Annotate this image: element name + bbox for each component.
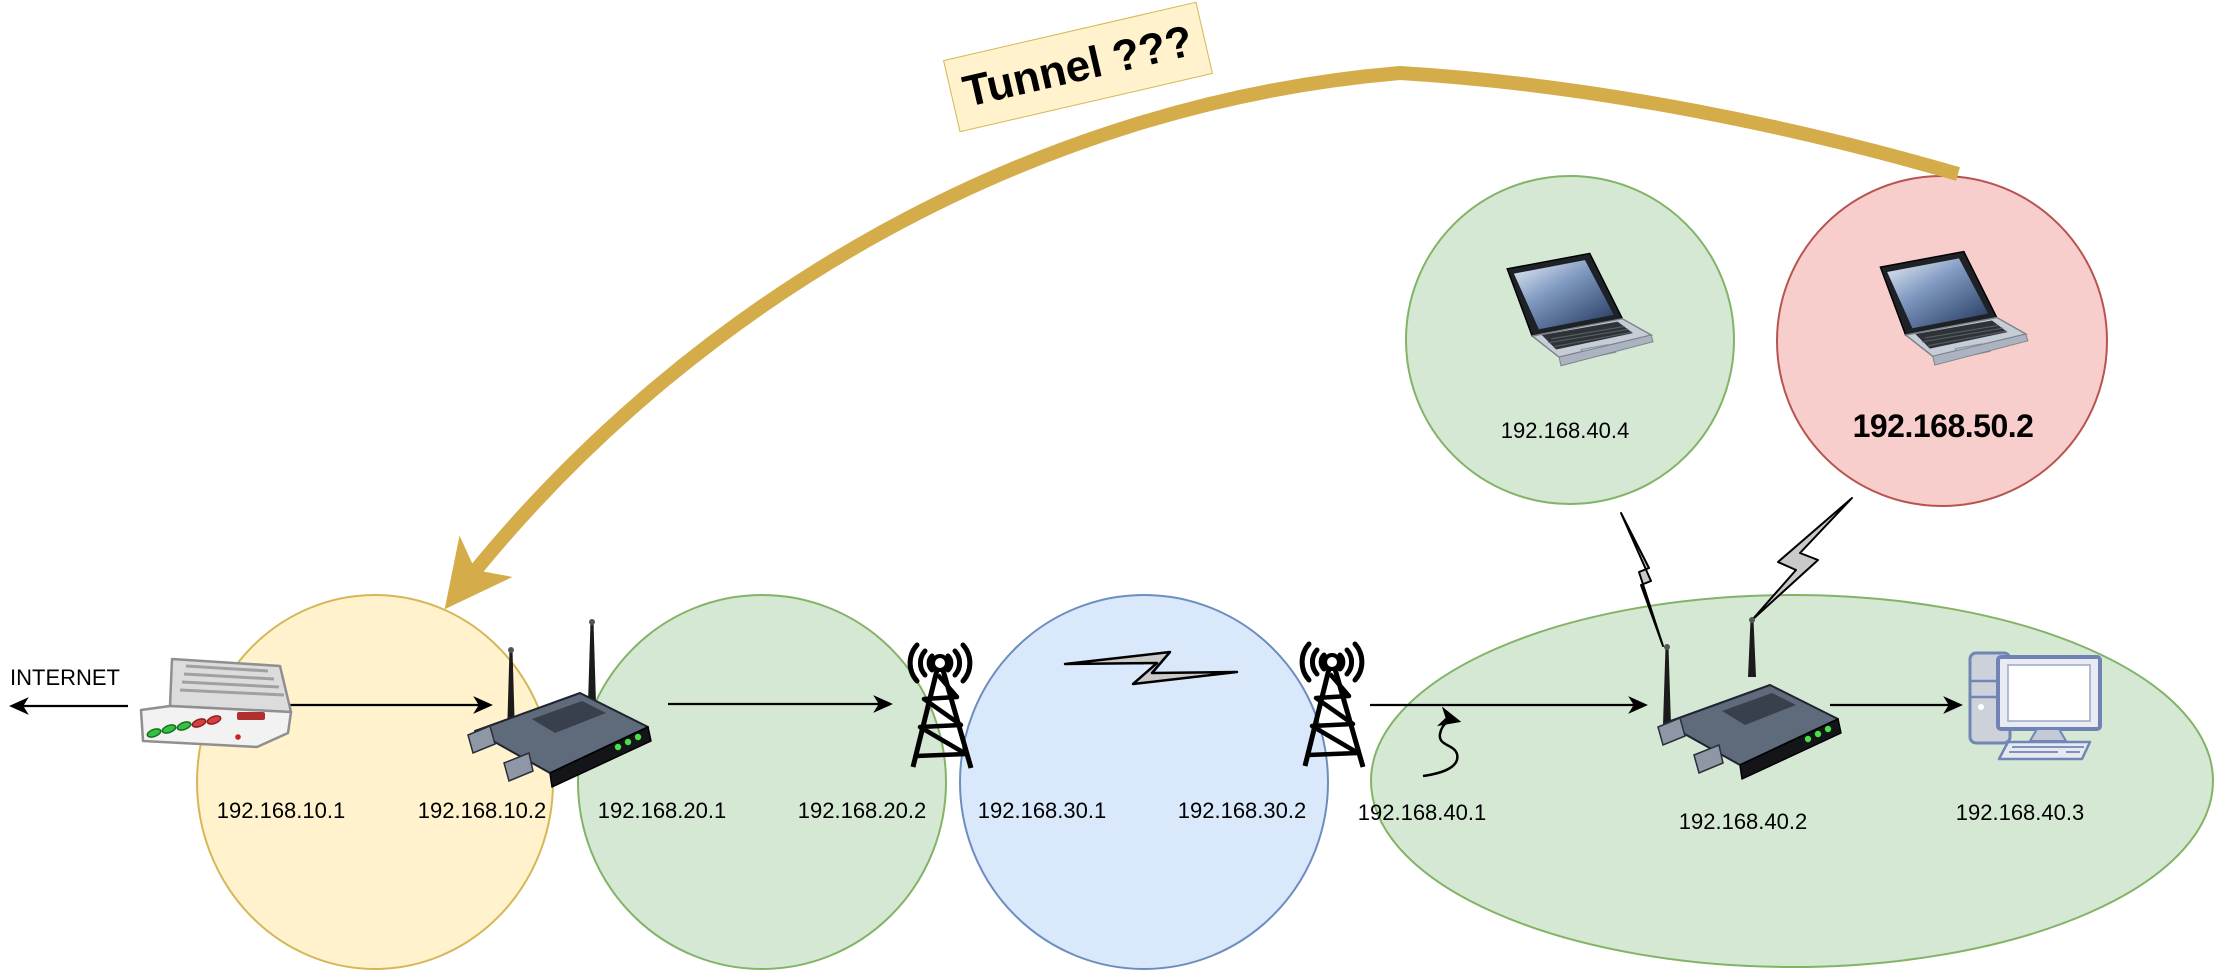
ip-label-192-168-30-1: 192.168.30.1 [977, 798, 1107, 823]
ip-label-192-168-20-1: 192.168.20.1 [597, 798, 727, 823]
zone-net-30 [959, 594, 1329, 970]
lightning-bolt-icon [1063, 650, 1239, 686]
squiggle-arrow-icon [1422, 706, 1462, 778]
ip-label-192-168-40-3: 192.168.40.3 [1955, 800, 2085, 825]
ip-label-192-168-40-2: 192.168.40.2 [1678, 809, 1808, 834]
ip-label-192-168-10-1: 192.168.10.1 [216, 798, 346, 823]
ip-label-192-168-40-4: 192.168.40.4 [1500, 418, 1630, 443]
ip-label-192-168-10-2: 192.168.10.2 [417, 798, 547, 823]
tunnel-curved-arrow-icon [444, 65, 1960, 610]
ip-label-192-168-50-2: 192.168.50.2 [1852, 408, 2034, 444]
zone-net-10 [196, 594, 554, 970]
wireless-router-icon [467, 619, 652, 788]
lightning-bolt-icon [1620, 512, 1664, 647]
internet-label: INTERNET [10, 665, 120, 690]
zone-net-20 [577, 594, 947, 970]
ip-label-192-168-20-2: 192.168.20.2 [797, 798, 927, 823]
ip-label-192-168-40-1: 192.168.40.1 [1357, 800, 1487, 825]
zone-net-40 [1370, 594, 2214, 968]
desktop-computer-icon [1968, 651, 2102, 761]
ip-label-192-168-30-2: 192.168.30.2 [1177, 798, 1307, 823]
wireless-router-icon [1657, 617, 1842, 780]
dsl-modem-icon [139, 657, 293, 749]
